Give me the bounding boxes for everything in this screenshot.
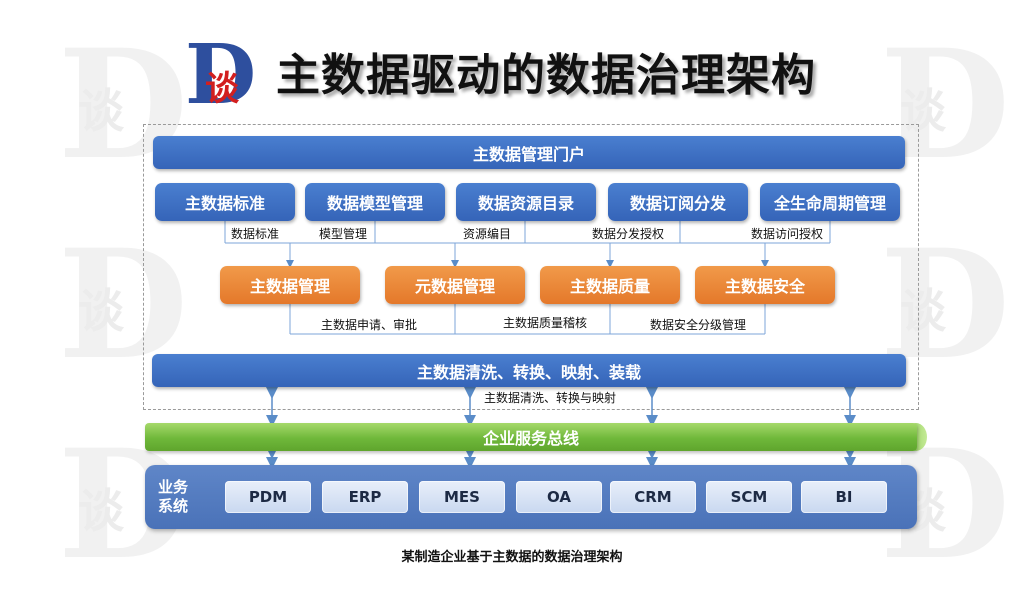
box-model-management: 数据模型管理 xyxy=(305,183,445,221)
box-md-security: 主数据安全 xyxy=(695,266,835,304)
figure-caption: 某制造企业基于主数据的数据治理架构 xyxy=(401,550,623,565)
box-subscription: 数据订阅分发 xyxy=(608,183,748,221)
system-crm: CRM xyxy=(610,481,696,513)
label-data-standard: 数据标准 xyxy=(231,227,280,241)
system-erp: ERP xyxy=(322,481,408,513)
box-md-quality: 主数据质量 xyxy=(540,266,680,304)
portal-bar: 主数据管理门户 xyxy=(153,136,905,169)
system-pdm: PDM xyxy=(225,481,311,513)
governance-frame xyxy=(143,124,919,410)
logo-char: 谈 xyxy=(205,69,239,109)
label-distribution-auth: 数据分发授权 xyxy=(592,227,665,241)
label-security-grading: 数据安全分级管理 xyxy=(650,318,747,332)
box-md-management: 主数据管理 xyxy=(220,266,360,304)
label-quality-audit: 主数据质量稽核 xyxy=(503,316,588,330)
box-metadata-management: 元数据管理 xyxy=(385,266,525,304)
box-lifecycle: 全生命周期管理 xyxy=(760,183,900,221)
cleaning-bar: 主数据清洗、转换、映射、装载 xyxy=(152,354,906,387)
label-access-auth: 数据访问授权 xyxy=(751,227,824,241)
system-oa: OA xyxy=(516,481,602,513)
system-scm: SCM xyxy=(706,481,792,513)
enterprise-service-bus: 企业服务总线 xyxy=(145,423,917,451)
connector-lines xyxy=(224,221,856,469)
box-resource-catalog: 数据资源目录 xyxy=(456,183,596,221)
box-md-standard: 主数据标准 xyxy=(155,183,295,221)
label-model-management: 模型管理 xyxy=(319,227,368,241)
label-apply-approve: 主数据申请、审批 xyxy=(321,318,418,332)
label-cleaning-mapping: 主数据清洗、转换与映射 xyxy=(484,391,617,405)
label-resource-cataloging: 资源编目 xyxy=(463,227,512,241)
system-bi: BI xyxy=(801,481,887,513)
brand-logo: D 谈 xyxy=(185,34,257,116)
system-mes: MES xyxy=(419,481,505,513)
page-title: 主数据驱动的数据治理架构 xyxy=(276,50,816,101)
logo-letter: D xyxy=(185,27,257,123)
business-systems-label: 业务系统 xyxy=(158,478,189,515)
